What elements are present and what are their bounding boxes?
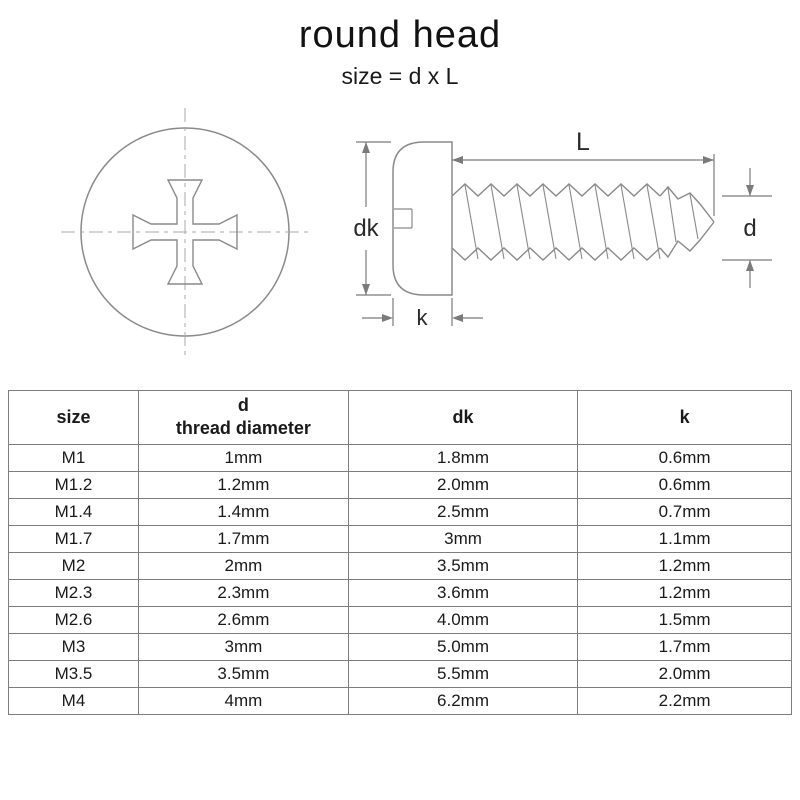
col-header-dk: dk bbox=[347, 390, 579, 445]
dimension-k: k bbox=[362, 298, 483, 330]
cell-k: 0.6mm bbox=[577, 470, 792, 499]
cell-d: 4mm bbox=[137, 686, 349, 715]
cell-dk: 3mm bbox=[347, 524, 579, 553]
col-header-k: k bbox=[577, 390, 792, 445]
tip-bottom bbox=[659, 221, 715, 259]
cell-size: M2.6 bbox=[8, 605, 139, 634]
cell-dk: 2.0mm bbox=[347, 470, 579, 499]
screw-diagram: L dk d k bbox=[0, 92, 800, 382]
tip-top bbox=[659, 185, 715, 223]
cell-d: 2.6mm bbox=[137, 605, 349, 634]
cell-size: M2.3 bbox=[8, 578, 139, 607]
arrowhead-left-icon bbox=[452, 314, 463, 322]
col-header-size: size bbox=[8, 390, 139, 445]
cell-size: M3 bbox=[8, 632, 139, 661]
cell-dk: 3.5mm bbox=[347, 551, 579, 580]
col-header-d: d thread diameter bbox=[137, 390, 349, 445]
cell-d: 3mm bbox=[137, 632, 349, 661]
centerlines bbox=[61, 108, 309, 356]
dimension-dk: dk bbox=[353, 141, 391, 296]
header-row: size d thread diameter dk k bbox=[8, 390, 792, 445]
cell-size: M2 bbox=[8, 551, 139, 580]
col-header-d-line1: d bbox=[237, 395, 249, 415]
cell-k: 2.0mm bbox=[577, 659, 792, 688]
front-view bbox=[61, 108, 309, 356]
phillips-cross-icon bbox=[132, 179, 238, 285]
arrowhead-left-icon bbox=[452, 156, 463, 164]
dimension-L: L bbox=[452, 128, 715, 216]
cell-d: 2.3mm bbox=[137, 578, 349, 607]
dim-label-dk: dk bbox=[353, 215, 379, 242]
cell-k: 1.5mm bbox=[577, 605, 792, 634]
cell-d: 2mm bbox=[137, 551, 349, 580]
arrowhead-down-icon bbox=[362, 284, 370, 295]
col-header-d-line2: thread diameter bbox=[175, 418, 311, 439]
cell-size: M1.2 bbox=[8, 470, 139, 499]
arrowhead-right-icon bbox=[382, 314, 393, 322]
recess-slot bbox=[394, 208, 413, 229]
arrowhead-down-icon bbox=[746, 185, 754, 196]
cell-size: M3.5 bbox=[8, 659, 139, 688]
cell-size: M4 bbox=[8, 686, 139, 715]
cell-size: M1.4 bbox=[8, 497, 139, 526]
page-title: round head bbox=[298, 14, 502, 56]
cell-d: 1.2mm bbox=[137, 470, 349, 499]
cell-d: 3.5mm bbox=[137, 659, 349, 688]
cell-dk: 2.5mm bbox=[347, 497, 579, 526]
arrowhead-up-icon bbox=[362, 142, 370, 153]
cell-dk: 5.0mm bbox=[347, 632, 579, 661]
cell-d: 1mm bbox=[137, 443, 349, 472]
thread-top bbox=[451, 183, 661, 197]
cell-size: M1 bbox=[8, 443, 139, 472]
tip-flanks bbox=[667, 187, 699, 243]
head-profile bbox=[392, 141, 453, 296]
page-subtitle: size = d x L bbox=[341, 63, 459, 89]
cell-k: 1.2mm bbox=[577, 551, 792, 580]
arrowhead-up-icon bbox=[746, 260, 754, 271]
cell-dk: 6.2mm bbox=[347, 686, 579, 715]
dimension-d: d bbox=[722, 168, 772, 288]
arrowhead-right-icon bbox=[703, 156, 714, 164]
side-view bbox=[392, 141, 715, 296]
thread-flanks bbox=[464, 184, 661, 260]
cell-dk: 3.6mm bbox=[347, 578, 579, 607]
cell-k: 2.2mm bbox=[577, 686, 792, 715]
cell-dk: 4.0mm bbox=[347, 605, 579, 634]
dim-label-d: d bbox=[743, 215, 756, 242]
cell-d: 1.4mm bbox=[137, 497, 349, 526]
dim-label-L: L bbox=[576, 128, 590, 156]
cell-dk: 1.8mm bbox=[347, 443, 579, 472]
thread-bottom bbox=[451, 247, 661, 261]
dim-label-k: k bbox=[417, 305, 429, 330]
cell-k: 1.7mm bbox=[577, 632, 792, 661]
cell-dk: 5.5mm bbox=[347, 659, 579, 688]
cell-d: 1.7mm bbox=[137, 524, 349, 553]
cell-k: 0.6mm bbox=[577, 443, 792, 472]
cell-size: M1.7 bbox=[8, 524, 139, 553]
cell-k: 0.7mm bbox=[577, 497, 792, 526]
cell-k: 1.1mm bbox=[577, 524, 792, 553]
cell-k: 1.2mm bbox=[577, 578, 792, 607]
